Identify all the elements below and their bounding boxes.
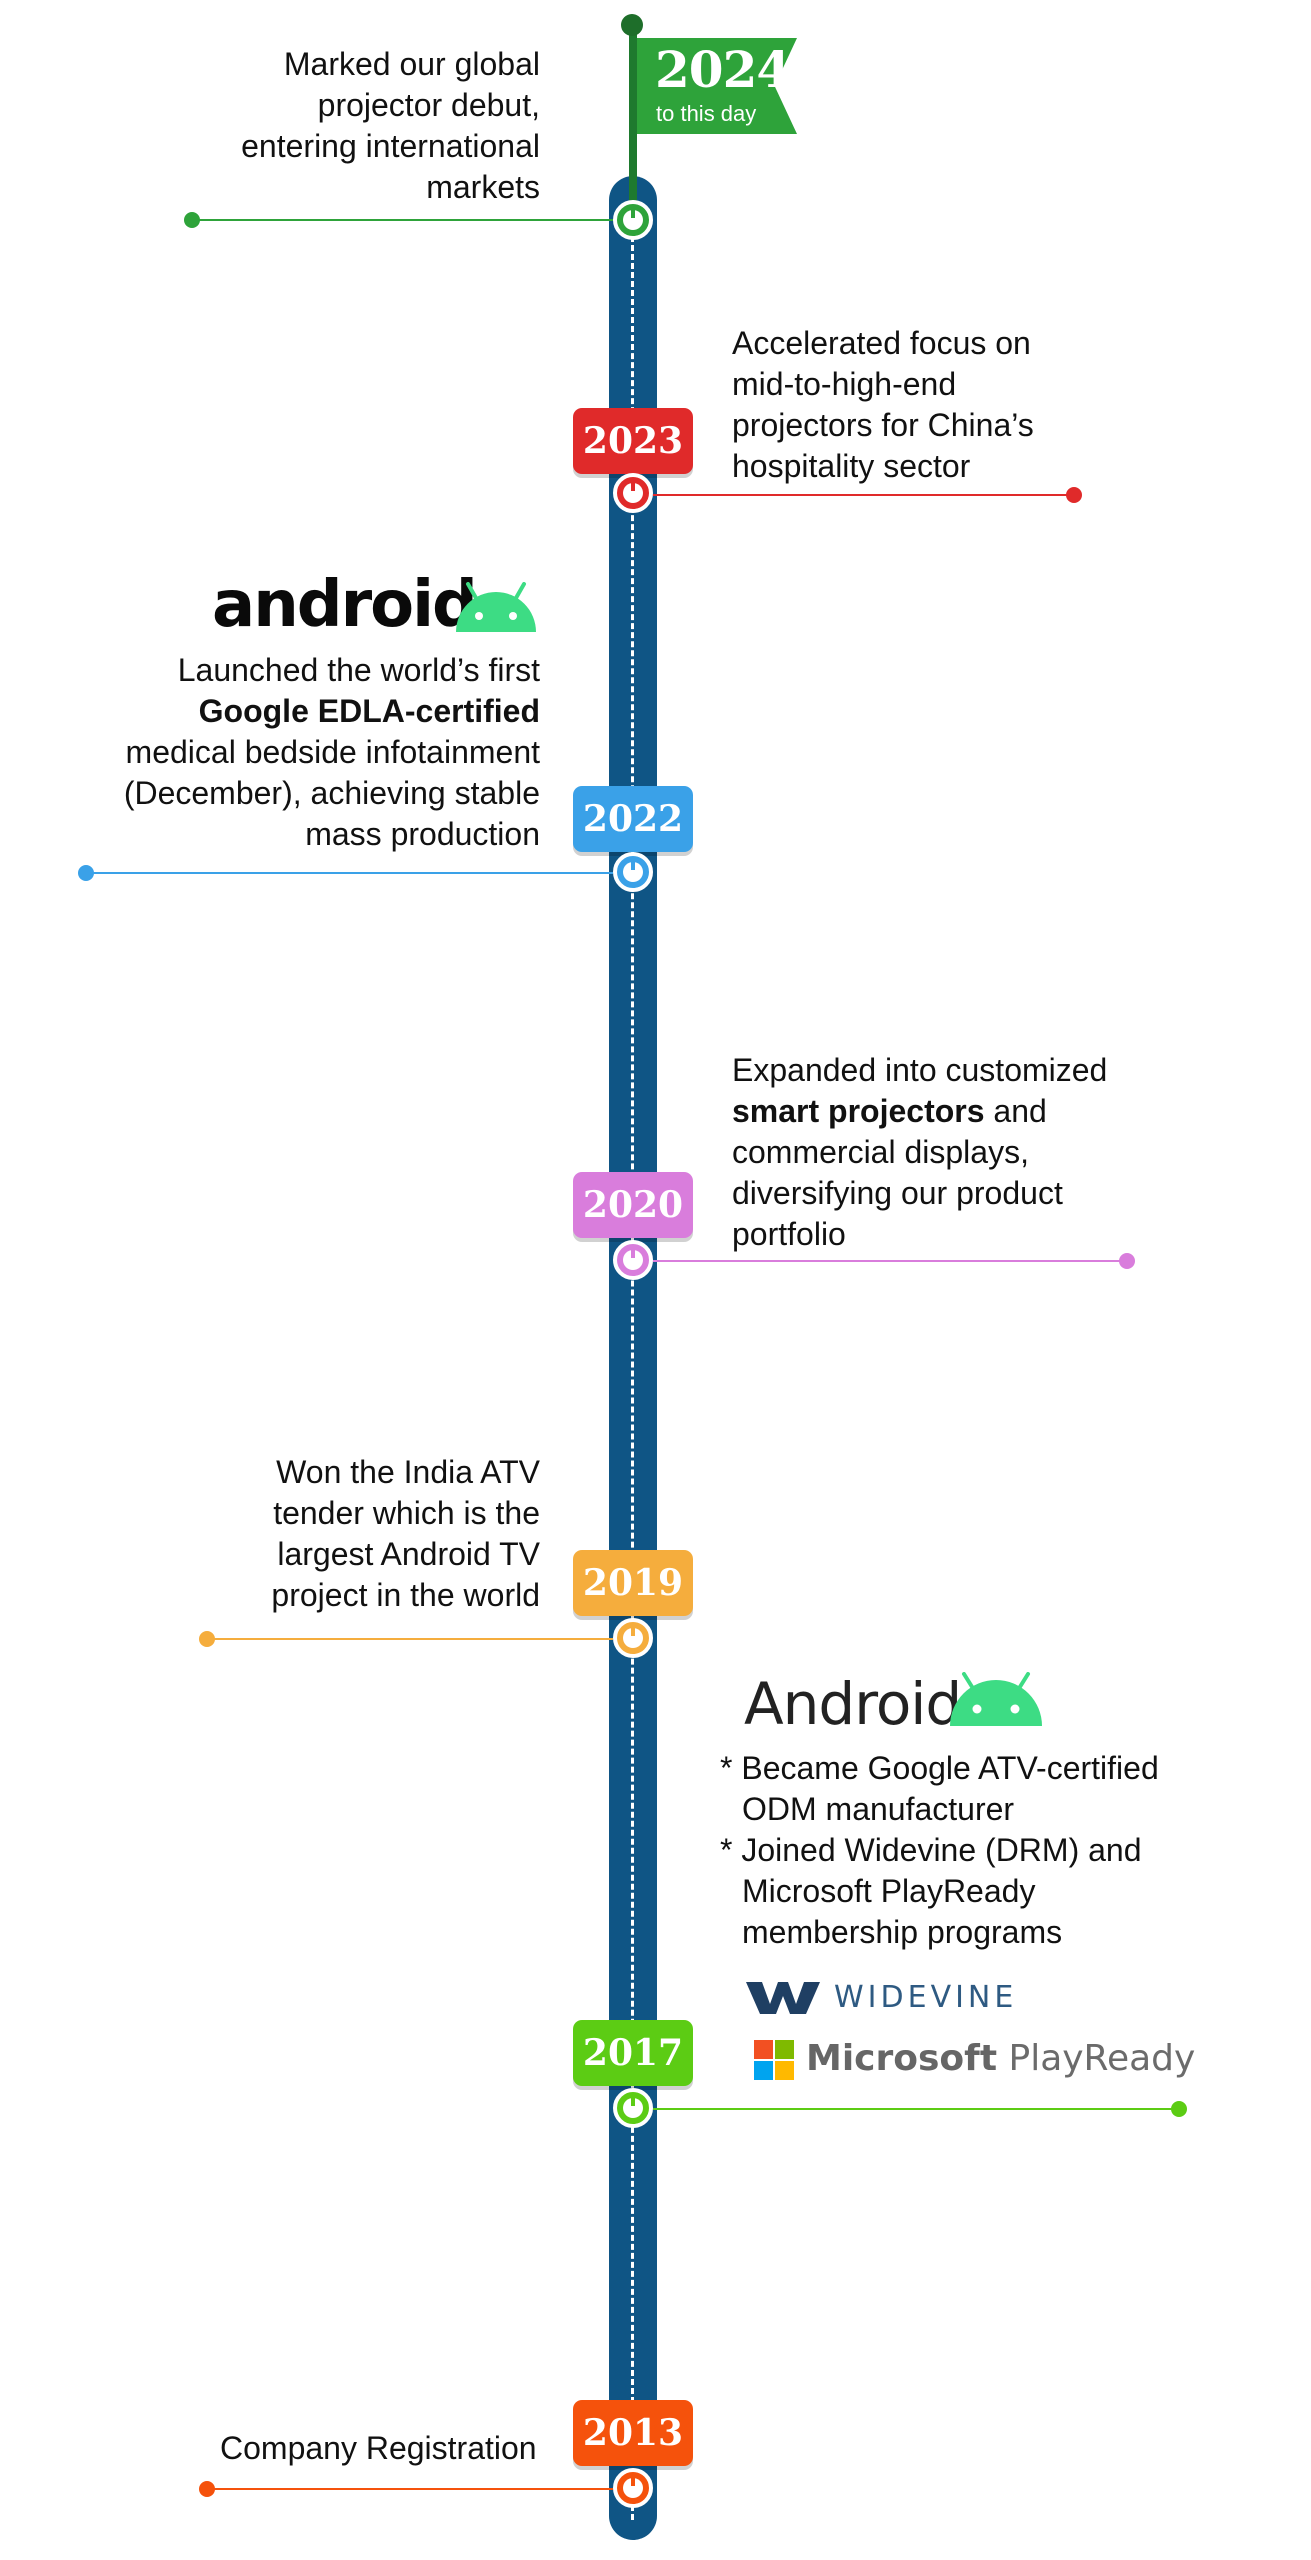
year-pill-2020: 2020 [573, 1172, 693, 1238]
widevine-logo-icon [746, 1982, 820, 2014]
android-wordmark-2017: Android [744, 1670, 962, 1738]
flag-subtitle: to this day [656, 101, 757, 126]
flag-year: 2024 [655, 40, 791, 99]
year-pill-2017: 2017 [573, 2020, 693, 2086]
node-2019 [613, 1618, 653, 1658]
leader-dot-2023 [1066, 487, 1082, 503]
flag-pole-knob [621, 14, 643, 36]
playready-label: PlayReady [1008, 2038, 1196, 2079]
year-pill-2023: 2023 [573, 408, 693, 474]
microsoft-logo-icon [754, 2040, 794, 2080]
leader-2017 [653, 2108, 1177, 2110]
flag-pole [629, 24, 637, 220]
leader-2013 [207, 2488, 613, 2490]
leader-dot-2020 [1119, 1253, 1135, 1269]
leader-2019 [207, 1638, 613, 1640]
leader-2022 [86, 872, 613, 874]
milestone-2017-bullet-1: * Became Google ATV-certified ODM manufa… [720, 1750, 1159, 1827]
milestone-2023-text: Accelerated focus on mid-to-high-end pro… [732, 325, 1034, 484]
milestone-2020-text-bold: smart projectors [732, 1093, 985, 1129]
milestone-2024-text: Marked our global projector debut, enter… [241, 46, 540, 205]
milestone-2017-bullet-2: * Joined Widevine (DRM) and Microsoft Pl… [720, 1832, 1142, 1950]
leader-2024 [192, 219, 613, 221]
leader-dot-2022 [78, 865, 94, 881]
milestone-2022-text-a: Launched the world’s first [177, 652, 540, 688]
widevine-wordmark: WIDEVINE [834, 1980, 1018, 2015]
android-robot-icon [456, 582, 536, 632]
year-pill-2019: 2019 [573, 1550, 693, 1616]
milestone-2022-text: Launched the world’s first Google EDLA-c… [60, 650, 540, 855]
playready-wordmark: Microsoft PlayReady [806, 2038, 1195, 2079]
milestone-2020-text-a: Expanded into customized [732, 1052, 1108, 1088]
node-2020 [613, 1240, 653, 1280]
leader-dot-2017 [1171, 2101, 1187, 2117]
timeline-road-dashes [631, 200, 634, 2520]
android-robot-icon [950, 1672, 1042, 1726]
node-2017 [613, 2088, 653, 2128]
leader-dot-2013 [199, 2481, 215, 2497]
flag-2024 [637, 38, 797, 134]
node-2022 [613, 852, 653, 892]
leader-2023 [653, 494, 1072, 496]
milestone-2020-text: Expanded into customized smart projector… [732, 1050, 1172, 1255]
milestone-2013-text: Company Registration [220, 2430, 537, 2466]
year-pill-2022: 2022 [573, 786, 693, 852]
node-2013 [613, 2468, 653, 2508]
year-pill-2013: 2013 [573, 2400, 693, 2466]
leader-dot-2024 [184, 212, 200, 228]
leader-2020 [653, 1260, 1125, 1262]
android-wordmark-2022: android [212, 568, 478, 642]
node-2023 [613, 473, 653, 513]
milestone-2020-text-b: and commercial displays, diversifying ou… [732, 1093, 1063, 1252]
milestone-2022-text-b: medical bedside infotainment (December),… [123, 734, 540, 852]
leader-dot-2019 [199, 1631, 215, 1647]
milestone-2019-text: Won the India ATV tender which is the la… [271, 1454, 540, 1613]
milestone-2022-text-bold: Google EDLA-certified [198, 693, 540, 729]
microsoft-wordmark: Microsoft [806, 2038, 998, 2079]
node-2024 [613, 200, 653, 240]
